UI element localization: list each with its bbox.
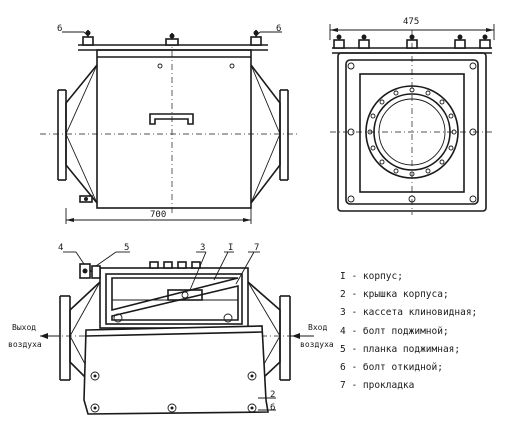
side-view [329, 24, 495, 215]
callout-6-bottom: 6 [270, 403, 276, 413]
legend-item: 7 - прокладка [340, 380, 415, 392]
legend-item: 4 - болт поджимной; [340, 325, 449, 337]
callout-4: 4 [58, 243, 64, 253]
callout-2: 2 [270, 390, 276, 400]
inlet-label-line2: воздуха [300, 340, 334, 349]
legend-item: 3 - кассета клиновидная; [340, 307, 478, 319]
legend-item: I - корпус; [340, 271, 403, 282]
legend-item: 2 - крышка корпуса; [340, 289, 449, 301]
callout-5: 5 [124, 243, 130, 253]
legend-item: 6 - болт откидной; [340, 362, 443, 374]
dimension-700: 700 [150, 210, 167, 220]
handle-icon [149, 113, 194, 125]
top-bolt-right [250, 30, 262, 46]
parts-legend: I - корпус; 2 - крышка корпуса; 3 - касс… [340, 268, 510, 395]
callout-1: I [228, 243, 234, 253]
side-bolts [333, 34, 491, 49]
inlet-label-line1: Вход [308, 323, 328, 332]
legend-item: 5 - планка поджимная; [340, 343, 461, 355]
outlet-label-line1: Выход [12, 323, 37, 332]
front-view [40, 30, 300, 224]
callout-7: 7 [254, 243, 260, 253]
top-bolt-mid-left [165, 33, 179, 46]
dimension-475: 475 [403, 17, 420, 27]
callout-6-right: 6 [276, 24, 282, 34]
flange-bolt-holes [367, 87, 457, 177]
callout-3: 3 [200, 243, 206, 253]
callout-6-left: 6 [57, 24, 63, 34]
outlet-label-line2: воздуха [8, 340, 42, 349]
top-bolt-left [82, 30, 94, 46]
section-view [40, 251, 314, 415]
